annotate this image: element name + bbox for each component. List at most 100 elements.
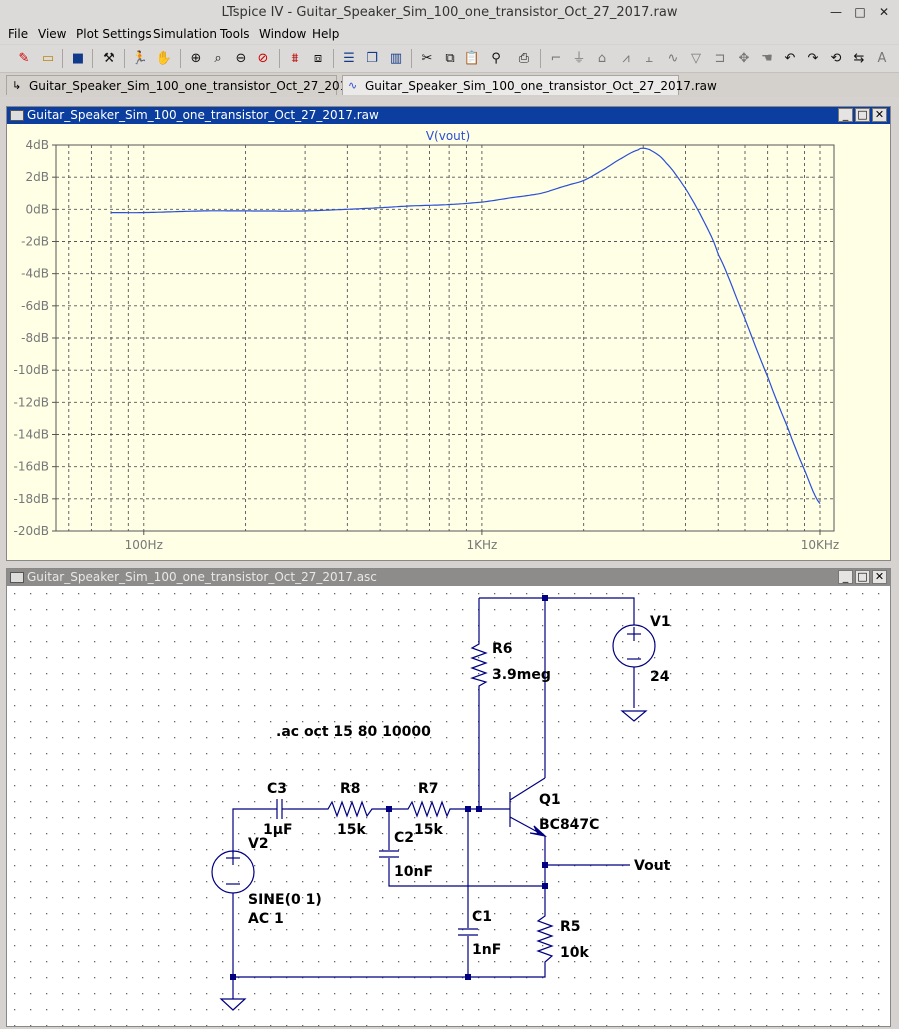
- drag-icon[interactable]: ☚: [761, 51, 773, 66]
- plot-minimize-button[interactable]: _: [838, 108, 853, 122]
- new-schematic-icon[interactable]: ✎: [18, 51, 30, 66]
- menu-file[interactable]: File: [8, 27, 29, 41]
- v1-source[interactable]: [612, 620, 656, 668]
- v2-value-sine[interactable]: SINE(0 1): [248, 892, 322, 908]
- trace-vout[interactable]: [111, 147, 821, 505]
- r5-value[interactable]: 10k: [560, 945, 589, 961]
- undo-icon[interactable]: ↶: [784, 51, 796, 66]
- copy-icon[interactable]: ⧉: [445, 51, 455, 66]
- r8-name[interactable]: R8: [340, 781, 361, 797]
- print-icon[interactable]: ⎙: [518, 51, 530, 66]
- menu-view[interactable]: View: [38, 27, 67, 41]
- transistor-q1[interactable]: [509, 777, 548, 838]
- cut-icon[interactable]: ✂: [421, 51, 433, 66]
- resistor-r5[interactable]: [536, 910, 554, 970]
- tile-vertical-icon[interactable]: ▥: [389, 51, 403, 66]
- r8-value[interactable]: 15k: [337, 822, 366, 838]
- paste-icon[interactable]: 📋: [463, 51, 481, 66]
- c1-value[interactable]: 1nF: [472, 942, 501, 958]
- schematic-tab-icon: ↳: [12, 79, 22, 92]
- autorange-icon[interactable]: ⩩: [291, 51, 299, 66]
- capacitor-c1[interactable]: [458, 928, 478, 936]
- control-panel-icon[interactable]: ⚒: [103, 51, 115, 66]
- redo-icon[interactable]: ↷: [807, 51, 819, 66]
- menu-bar: File View Plot Settings Simulation Tools…: [0, 26, 899, 44]
- move-icon[interactable]: ✥: [738, 51, 750, 66]
- c1-name[interactable]: C1: [472, 909, 492, 925]
- mirror-icon[interactable]: ⇆: [853, 51, 865, 66]
- tab-waveform[interactable]: ∿ Guitar_Speaker_Sim_100_one_transistor_…: [342, 75, 717, 95]
- inductor-icon[interactable]: ∿: [667, 51, 679, 66]
- plot-maximize-button[interactable]: □: [855, 108, 870, 122]
- r6-value[interactable]: 3.9meg: [492, 667, 551, 683]
- v2-name[interactable]: V2: [248, 836, 269, 852]
- c2-value[interactable]: 10nF: [394, 864, 433, 880]
- zoom-in-icon[interactable]: ⊕: [190, 51, 202, 66]
- resistor-r7[interactable]: [404, 800, 454, 818]
- find-icon[interactable]: ⚲: [491, 51, 501, 66]
- q1-value[interactable]: BC847C: [539, 817, 599, 833]
- menu-window[interactable]: Window: [259, 27, 307, 41]
- x-tick-label: 1KHz: [466, 538, 497, 552]
- label-icon[interactable]: ⌂: [597, 51, 607, 66]
- vout-label[interactable]: Vout: [634, 858, 671, 874]
- resistor-icon[interactable]: ⩘: [622, 51, 630, 66]
- r7-name[interactable]: R7: [418, 781, 439, 797]
- component-icon[interactable]: ⊐: [714, 51, 726, 66]
- tab-schematic[interactable]: ↳ Guitar_Speaker_Sim_100_one_transistor_…: [6, 75, 379, 95]
- cascade-icon[interactable]: ❐: [366, 51, 378, 66]
- capacitor-icon[interactable]: ⫠: [645, 51, 653, 66]
- plot-close-button[interactable]: ✕: [872, 108, 887, 122]
- run-icon[interactable]: 🏃: [131, 51, 149, 66]
- maximize-button[interactable]: □: [854, 5, 866, 19]
- diode-icon[interactable]: ▽: [691, 51, 701, 66]
- trace-label[interactable]: V(vout): [426, 129, 470, 143]
- schematic-close-button[interactable]: ✕: [872, 570, 887, 584]
- menu-help[interactable]: Help: [312, 27, 340, 41]
- text-icon[interactable]: A: [877, 51, 887, 66]
- zoom-out-icon[interactable]: ⊖: [235, 51, 247, 66]
- r7-value[interactable]: 15k: [414, 822, 443, 838]
- zoom-pan-icon[interactable]: ⌕: [214, 51, 222, 66]
- resistor-r6[interactable]: [470, 640, 488, 690]
- v2-value-ac[interactable]: AC 1: [248, 911, 284, 927]
- v1-value[interactable]: 24: [650, 669, 670, 685]
- wire-icon[interactable]: ⌐: [550, 51, 562, 66]
- waveform-tab-icon: ∿: [348, 79, 358, 92]
- r6-name[interactable]: R6: [492, 641, 513, 657]
- close-button[interactable]: ✕: [878, 5, 890, 19]
- save-icon[interactable]: ■: [71, 51, 85, 66]
- v2-source[interactable]: [211, 850, 255, 894]
- capacitor-c2[interactable]: [379, 850, 399, 858]
- open-icon[interactable]: ▭: [41, 51, 55, 66]
- minimize-button[interactable]: —: [830, 5, 842, 19]
- schematic-maximize-button[interactable]: □: [855, 570, 870, 584]
- c3-value[interactable]: 1µF: [263, 822, 293, 838]
- y-tick-label: -12dB: [14, 395, 49, 409]
- tab-label: Guitar_Speaker_Sim_100_one_transistor_Oc…: [365, 79, 717, 93]
- zoom-cancel-icon[interactable]: ⊘: [257, 51, 269, 66]
- q1-name[interactable]: Q1: [539, 792, 561, 808]
- schematic-minimize-button[interactable]: _: [838, 570, 853, 584]
- schematic-window-titlebar: Guitar_Speaker_Sim_100_one_transistor_Oc…: [7, 569, 890, 586]
- bode-plot[interactable]: V(vout) 4dB2dB0dB-2dB-4dB-6dB-8dB-10dB-1…: [7, 124, 890, 560]
- resistor-r8[interactable]: [324, 800, 376, 818]
- r5-name[interactable]: R5: [560, 919, 581, 935]
- halt-icon[interactable]: ✋: [155, 51, 173, 66]
- v1-name[interactable]: V1: [650, 614, 671, 630]
- tile-horizontal-icon[interactable]: ☰: [343, 51, 355, 66]
- capacitor-c3[interactable]: [271, 799, 288, 819]
- schematic-canvas[interactable]: .ac oct 15 80 10000 V1 24 R6 3.9meg C3 1…: [7, 586, 890, 1026]
- rotate-icon[interactable]: ⟲: [830, 51, 842, 66]
- spice-directive[interactable]: .ac oct 15 80 10000: [276, 724, 431, 740]
- menu-plot-settings[interactable]: Plot Settings: [76, 27, 152, 41]
- c3-name[interactable]: C3: [267, 781, 287, 797]
- schematic-grid: [7, 586, 890, 1026]
- menu-simulation[interactable]: Simulation: [153, 27, 217, 41]
- pick-visible-traces-icon[interactable]: ⧈: [313, 51, 323, 66]
- menu-tools[interactable]: Tools: [220, 27, 250, 41]
- y-tick-label: 2dB: [26, 170, 49, 184]
- ground-icon[interactable]: ⏚: [572, 51, 586, 66]
- c2-name[interactable]: C2: [394, 830, 414, 846]
